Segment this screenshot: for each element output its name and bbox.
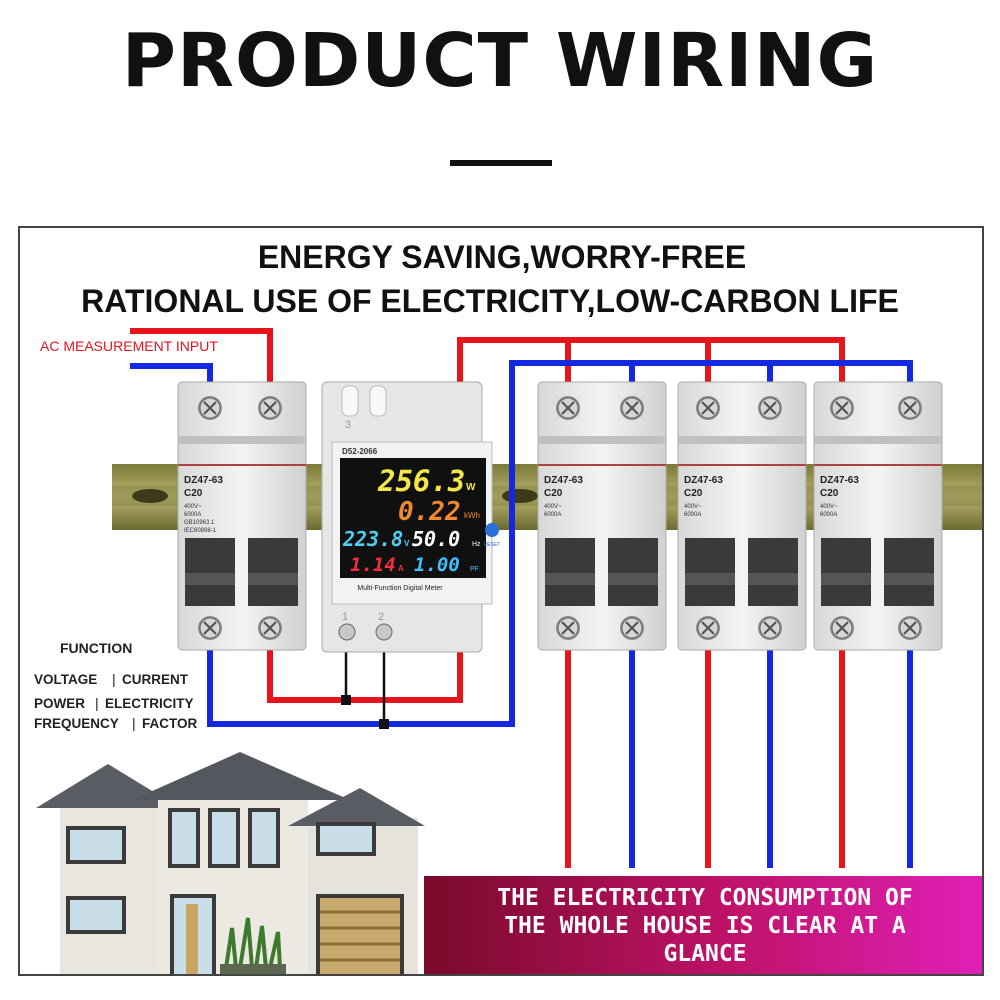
- output-live-wires: [565, 650, 845, 868]
- page-title: PRODUCT WIRING: [121, 18, 879, 104]
- rail-slot: [132, 489, 168, 503]
- banner-line-1: THE ELECTRICITY CONSUMPTION OF: [497, 885, 912, 911]
- meter-power-value: 256.3: [377, 464, 465, 498]
- wiring-diagram-panel: ENERGY SAVING,WORRY-FREE RATIONAL USE OF…: [18, 226, 984, 976]
- reset-button[interactable]: [485, 523, 499, 537]
- function-factor: FACTOR: [142, 716, 198, 731]
- meter-model: D52-2066: [342, 447, 378, 456]
- neutral-bus-wire: [207, 360, 913, 727]
- meter-energy-unit: kWh: [464, 511, 480, 520]
- wiring-diagram: ENERGY SAVING,WORRY-FREE RATIONAL USE OF…: [34, 239, 982, 974]
- meter-terminal-3: 3: [345, 419, 351, 431]
- meter-voltage-unit: V: [404, 539, 410, 548]
- breaker-spec: IEC60898-1: [184, 528, 217, 534]
- branch-circuit-breaker-2: DZ47-63 C20 400V~ 6000A: [677, 381, 807, 651]
- function-frequency: FREQUENCY: [34, 716, 119, 731]
- input-live-wire: [130, 328, 273, 382]
- meter-pf-value: 1.00: [414, 554, 460, 576]
- house-illustration: [36, 752, 425, 974]
- breaker-toggle: [185, 538, 235, 606]
- ac-measurement-input-label: AC MEASUREMENT INPUT: [40, 338, 218, 354]
- function-separator: |: [132, 715, 136, 731]
- breaker-spec: 6000A: [820, 512, 837, 518]
- meter-voltage-value: 223.8: [342, 527, 403, 551]
- output-neutral-wires: [629, 650, 913, 868]
- digital-energy-meter: 3 D52-2066 256.3 W 0.22 kWh 223.8 V 50.0…: [321, 381, 501, 653]
- meter-pf-unit: PF: [470, 566, 479, 573]
- function-voltage: VOLTAGE: [34, 672, 97, 687]
- breaker-rating: C20: [684, 488, 703, 499]
- function-electricity: ELECTRICITY: [105, 696, 194, 711]
- meter-terminal-1: 1: [342, 611, 348, 623]
- breaker-toggle: [248, 538, 298, 606]
- breaker-toggle: [685, 538, 735, 606]
- meter-caption: Multi-Function Digital Meter: [357, 585, 443, 592]
- live-return-wire: [267, 648, 463, 703]
- reset-label: RESET: [484, 542, 501, 548]
- breaker-toggle: [821, 538, 871, 606]
- breaker-rating: C20: [184, 488, 203, 499]
- breaker-rating: C20: [544, 488, 563, 499]
- breaker-spec: 6000A: [544, 512, 561, 518]
- slogan-line-1: ENERGY SAVING,WORRY-FREE: [258, 239, 746, 275]
- meter-current-value: 1.14: [350, 554, 396, 576]
- breaker-spec: 400V~: [684, 504, 702, 510]
- input-neutral-wire: [130, 363, 213, 382]
- breaker-toggle: [545, 538, 595, 606]
- breaker-model: DZ47-63: [544, 475, 583, 486]
- meter-terminal-2: 2: [378, 611, 384, 623]
- breaker-model: DZ47-63: [184, 475, 223, 486]
- banner-line-3: GLANCE: [663, 941, 746, 967]
- breaker-model: DZ47-63: [820, 475, 859, 486]
- breaker-rating: C20: [820, 488, 839, 499]
- function-current: CURRENT: [122, 672, 189, 687]
- function-heading: FUNCTION: [60, 640, 132, 656]
- breaker-spec: 6000A: [184, 512, 201, 518]
- function-power: POWER: [34, 696, 85, 711]
- breaker-toggle: [748, 538, 798, 606]
- bottom-banner: THE ELECTRICITY CONSUMPTION OF THE WHOLE…: [424, 876, 982, 974]
- breaker-toggle: [608, 538, 658, 606]
- junction-dot: [379, 719, 389, 729]
- branch-circuit-breaker-1: DZ47-63 C20 400V~ 6000A: [537, 381, 667, 651]
- meter-display: [340, 458, 486, 578]
- breaker-spec: 400V~: [544, 504, 562, 510]
- breaker-toggle: [884, 538, 934, 606]
- breaker-model: DZ47-63: [684, 475, 723, 486]
- banner-line-2: THE WHOLE HOUSE IS CLEAR AT A: [504, 913, 906, 939]
- meter-current-unit: A: [398, 564, 404, 573]
- rail-slot: [502, 489, 538, 503]
- branch-circuit-breaker-3: DZ47-63 C20 400V~ 6000A: [813, 381, 943, 651]
- meter-energy-value: 0.22: [398, 497, 461, 527]
- breaker-spec: 6000A: [684, 512, 701, 518]
- meter-frequency-value: 50.0: [412, 527, 460, 551]
- function-separator: |: [95, 695, 99, 711]
- slogan-line-2: RATIONAL USE OF ELECTRICITY,LOW-CARBON L…: [81, 283, 899, 319]
- meter-power-unit: W: [466, 482, 476, 493]
- junction-dot: [341, 695, 351, 705]
- breaker-spec: 400V~: [184, 504, 202, 510]
- function-separator: |: [112, 671, 116, 687]
- function-list: VOLTAGE | CURRENT POWER | ELECTRICITY FR…: [34, 671, 198, 731]
- main-circuit-breaker: DZ47-63 C20 400V~ 6000A GB10963.1 IEC608…: [177, 381, 307, 651]
- meter-frequency-unit: Hz: [472, 541, 481, 548]
- title-divider: [450, 160, 552, 166]
- breaker-spec: 400V~: [820, 504, 838, 510]
- breaker-spec: GB10963.1: [184, 520, 215, 526]
